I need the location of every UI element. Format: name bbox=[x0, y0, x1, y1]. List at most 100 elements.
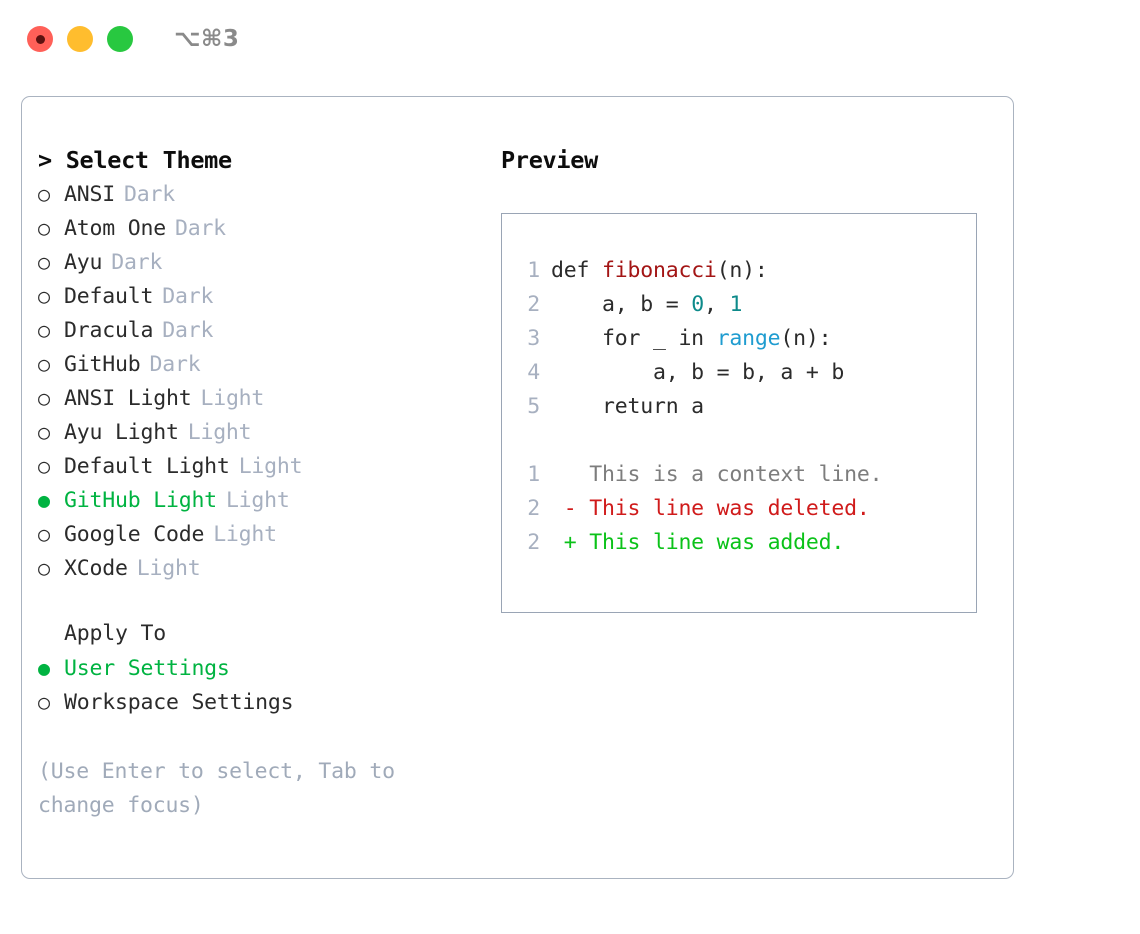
theme-category: Dark bbox=[111, 250, 163, 275]
theme-name: Default bbox=[64, 284, 154, 309]
apply-to-list[interactable]: ● User Settings ○ Workspace Settings bbox=[38, 651, 488, 719]
minimize-button[interactable] bbox=[67, 26, 93, 52]
theme-name: Ayu Light bbox=[64, 420, 179, 445]
radio-selected-icon: ● bbox=[38, 488, 50, 512]
theme-item[interactable]: ○ Ayu Light Light bbox=[38, 415, 488, 449]
theme-name: Atom One bbox=[64, 216, 166, 241]
theme-item[interactable]: ○ ANSI Dark bbox=[38, 177, 488, 211]
theme-name: GitHub Light bbox=[64, 488, 217, 513]
diff-sample: 1 This is a context line.2 - This line w… bbox=[516, 458, 976, 560]
diff-text: This line was deleted. bbox=[589, 496, 870, 521]
code-token: return a bbox=[551, 394, 704, 419]
theme-item[interactable]: ○ ANSI Light Light bbox=[38, 381, 488, 415]
theme-name: XCode bbox=[64, 556, 128, 581]
code-line: 1 def fibonacci(n): bbox=[516, 254, 976, 288]
diff-marker: - bbox=[551, 496, 590, 521]
line-number: 2 bbox=[527, 292, 540, 317]
maximize-button[interactable] bbox=[107, 26, 133, 52]
code-token: 0 bbox=[691, 292, 704, 317]
code-line: 2 a, b = 0, 1 bbox=[516, 288, 976, 322]
code-token: range bbox=[716, 326, 781, 351]
apply-to-option[interactable]: ● User Settings bbox=[38, 651, 488, 685]
theme-item[interactable]: ● GitHub Light Light bbox=[38, 483, 488, 517]
select-theme-heading: > Select Theme bbox=[38, 146, 232, 174]
diff-text: This line was added. bbox=[589, 530, 845, 555]
diff-marker bbox=[551, 462, 589, 487]
theme-name: ANSI bbox=[64, 182, 115, 207]
radio-unselected-icon: ○ bbox=[38, 284, 50, 308]
code-token: a, b = b, a + b bbox=[551, 360, 845, 385]
line-number: 1 bbox=[527, 258, 540, 283]
theme-item[interactable]: ○ Default Light Light bbox=[38, 449, 488, 483]
spacer bbox=[516, 424, 976, 458]
keyboard-hint: (Use Enter to select, Tab to change focu… bbox=[38, 759, 395, 818]
radio-unselected-icon: ○ bbox=[38, 420, 50, 444]
radio-unselected-icon: ○ bbox=[38, 690, 50, 714]
radio-unselected-icon: ○ bbox=[38, 318, 50, 342]
radio-unselected-icon: ○ bbox=[38, 216, 50, 240]
radio-unselected-icon: ○ bbox=[38, 556, 50, 580]
diff-line: 1 This is a context line. bbox=[516, 458, 976, 492]
theme-name: Dracula bbox=[64, 318, 154, 343]
theme-category: Dark bbox=[149, 352, 201, 377]
radio-unselected-icon: ○ bbox=[38, 182, 50, 206]
line-number: 3 bbox=[527, 326, 540, 351]
close-button[interactable] bbox=[27, 26, 53, 52]
code-token: for _ in bbox=[551, 326, 717, 351]
theme-category: Light bbox=[238, 454, 303, 479]
code-line: 4 a, b = b, a + b bbox=[516, 356, 976, 390]
apply-to-label: Workspace Settings bbox=[64, 690, 294, 715]
code-token: def bbox=[551, 258, 602, 283]
code-token: a, b = bbox=[551, 292, 692, 317]
theme-name: Google Code bbox=[64, 522, 205, 547]
preview-heading: Preview bbox=[501, 146, 598, 174]
theme-category: Light bbox=[213, 522, 277, 547]
theme-name: Ayu bbox=[64, 250, 103, 275]
radio-unselected-icon: ○ bbox=[38, 386, 50, 410]
code-line: 3 for _ in range(n): bbox=[516, 322, 976, 356]
theme-category: Light bbox=[225, 488, 290, 513]
theme-name: GitHub bbox=[64, 352, 141, 377]
theme-category: Light bbox=[200, 386, 265, 411]
apply-to-option[interactable]: ○ Workspace Settings bbox=[38, 685, 488, 719]
keyboard-shortcut-label: ⌥⌘3 bbox=[174, 26, 240, 52]
window-controls bbox=[27, 26, 133, 52]
theme-category: Dark bbox=[123, 182, 175, 207]
apply-to-label: User Settings bbox=[64, 656, 230, 681]
theme-category: Dark bbox=[162, 318, 214, 343]
theme-name: ANSI Light bbox=[64, 386, 192, 411]
code-token: 1 bbox=[729, 292, 743, 317]
code-token: (n): bbox=[716, 258, 768, 283]
radio-unselected-icon: ○ bbox=[38, 454, 50, 478]
diff-line: 2 - This line was deleted. bbox=[516, 492, 976, 526]
apply-to-heading: Apply To bbox=[64, 621, 166, 646]
radio-selected-icon: ● bbox=[38, 656, 50, 680]
line-number: 1 bbox=[527, 462, 540, 487]
line-number: 2 bbox=[527, 530, 540, 555]
line-number: 5 bbox=[527, 394, 540, 419]
title-bar: ⌥⌘3 bbox=[0, 0, 1140, 78]
code-token: fibonacci bbox=[601, 258, 717, 283]
line-number: 2 bbox=[527, 496, 540, 521]
diff-text: This is a context line. bbox=[589, 462, 883, 487]
theme-item[interactable]: ○ Dracula Dark bbox=[38, 313, 488, 347]
diff-marker: + bbox=[551, 530, 590, 555]
theme-category: Light bbox=[187, 420, 252, 445]
code-token: (n): bbox=[780, 326, 832, 351]
theme-name: Default Light bbox=[64, 454, 230, 479]
diff-line: 2 + This line was added. bbox=[516, 526, 976, 560]
code-token: , bbox=[703, 292, 730, 317]
line-number: 4 bbox=[527, 360, 540, 385]
